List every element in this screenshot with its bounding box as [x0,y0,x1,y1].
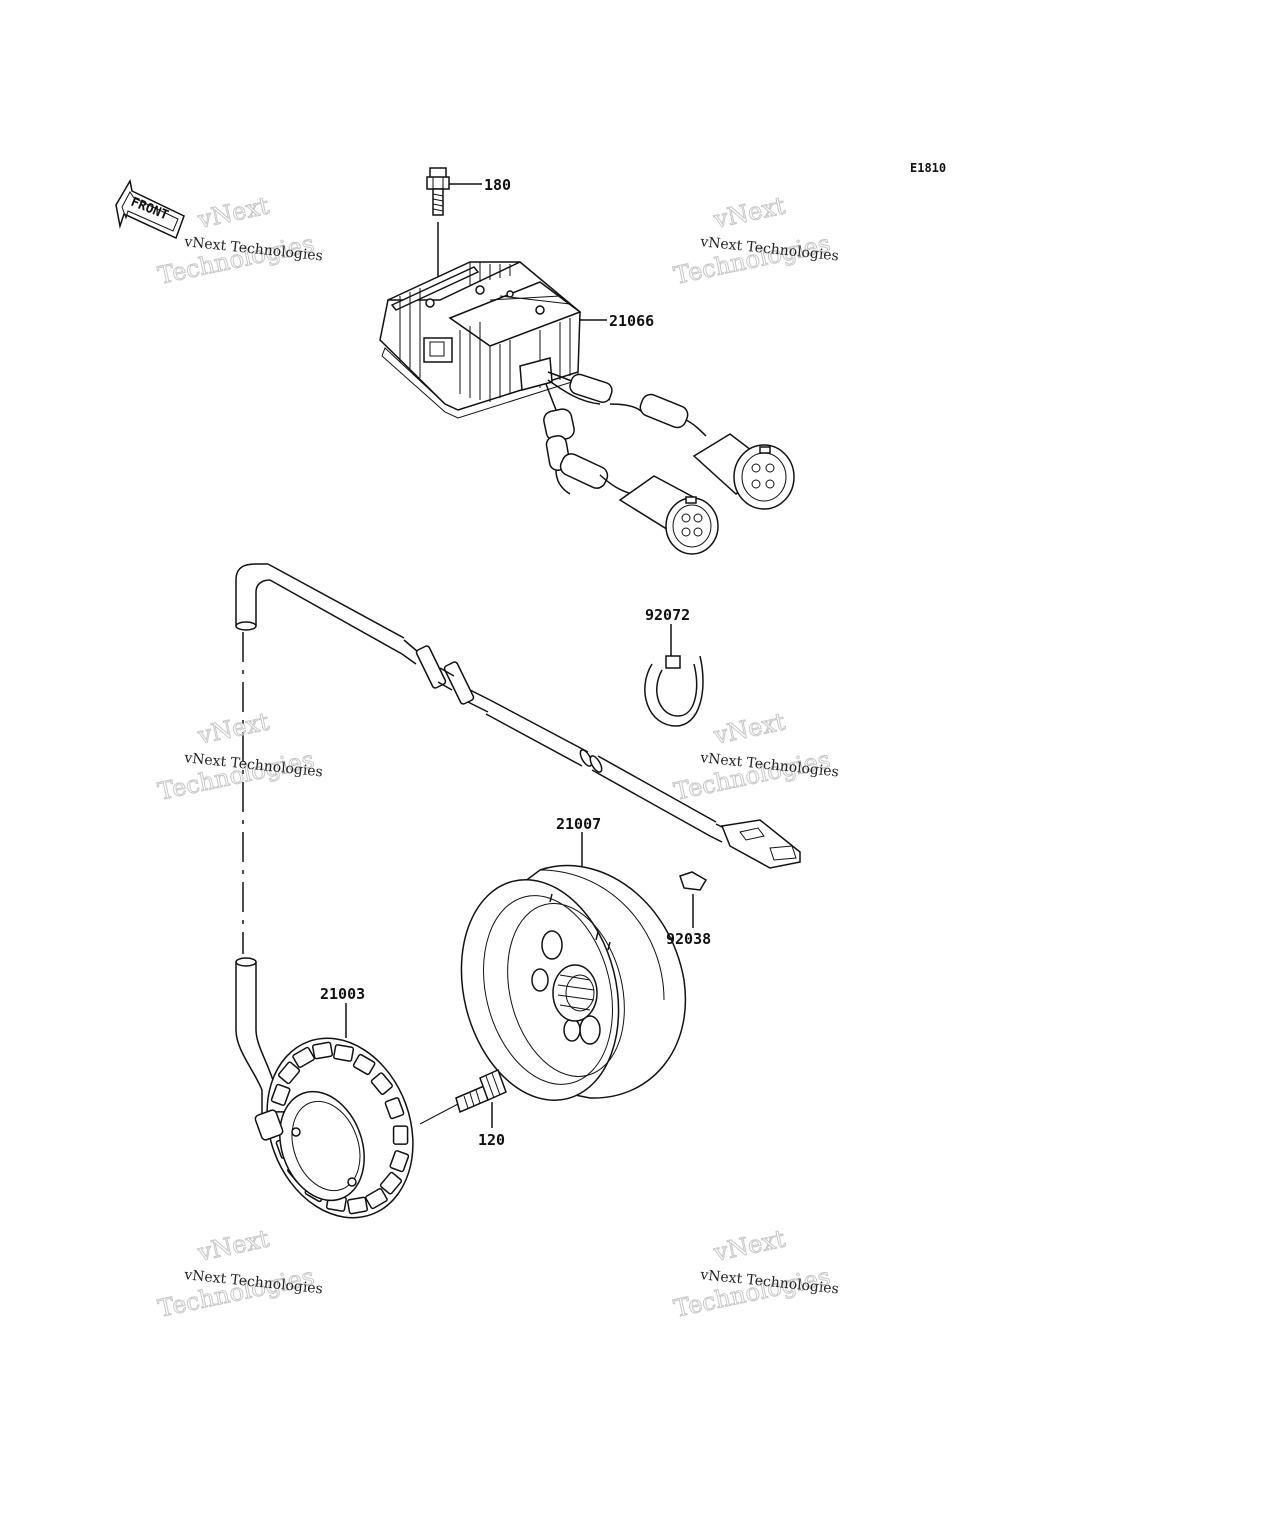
part-label-92072: 92072 [645,606,690,624]
stator-tooth [312,1041,334,1060]
stator-harness [235,563,801,954]
svg-text:vNext: vNext [710,191,788,234]
stator-tooth [352,1053,376,1076]
svg-text:vNext: vNext [194,191,272,234]
part-label-21003: 21003 [320,985,365,1003]
front-arrow-icon: FRONT [115,178,185,240]
svg-text:vNext: vNext [710,1224,788,1267]
bolt-120 [419,1068,507,1125]
part-label-120: 120 [478,1131,505,1149]
svg-text:vNext: vNext [194,707,272,750]
svg-text:vNext: vNext [710,707,788,750]
stator-tooth [379,1171,403,1195]
stator-tooth [292,1046,315,1068]
key-92038 [679,871,708,891]
part-label-92038: 92038 [666,930,711,948]
stator-tooth [370,1072,393,1095]
stator-tooth [270,1083,291,1106]
stator-tooth [277,1061,301,1085]
svg-text:vNext: vNext [194,1224,272,1267]
stator-tooth [384,1097,405,1120]
clamp-92072 [644,655,704,727]
regulator-harness [543,371,795,555]
bolt-180 [426,167,450,350]
part-label-21066: 21066 [609,312,654,330]
stator-tooth [333,1044,355,1062]
stator-tooth [365,1188,388,1210]
stator-tooth [389,1150,410,1173]
regulator-21066 [379,261,582,419]
part-label-180: 180 [484,176,511,194]
rotor-21007 [460,864,687,1101]
stator-21003 [235,957,414,1219]
stator-tooth [346,1196,368,1215]
stator-tooth [392,1125,409,1145]
diagram-code: E1810 [910,161,946,175]
part-label-21007: 21007 [556,815,601,833]
